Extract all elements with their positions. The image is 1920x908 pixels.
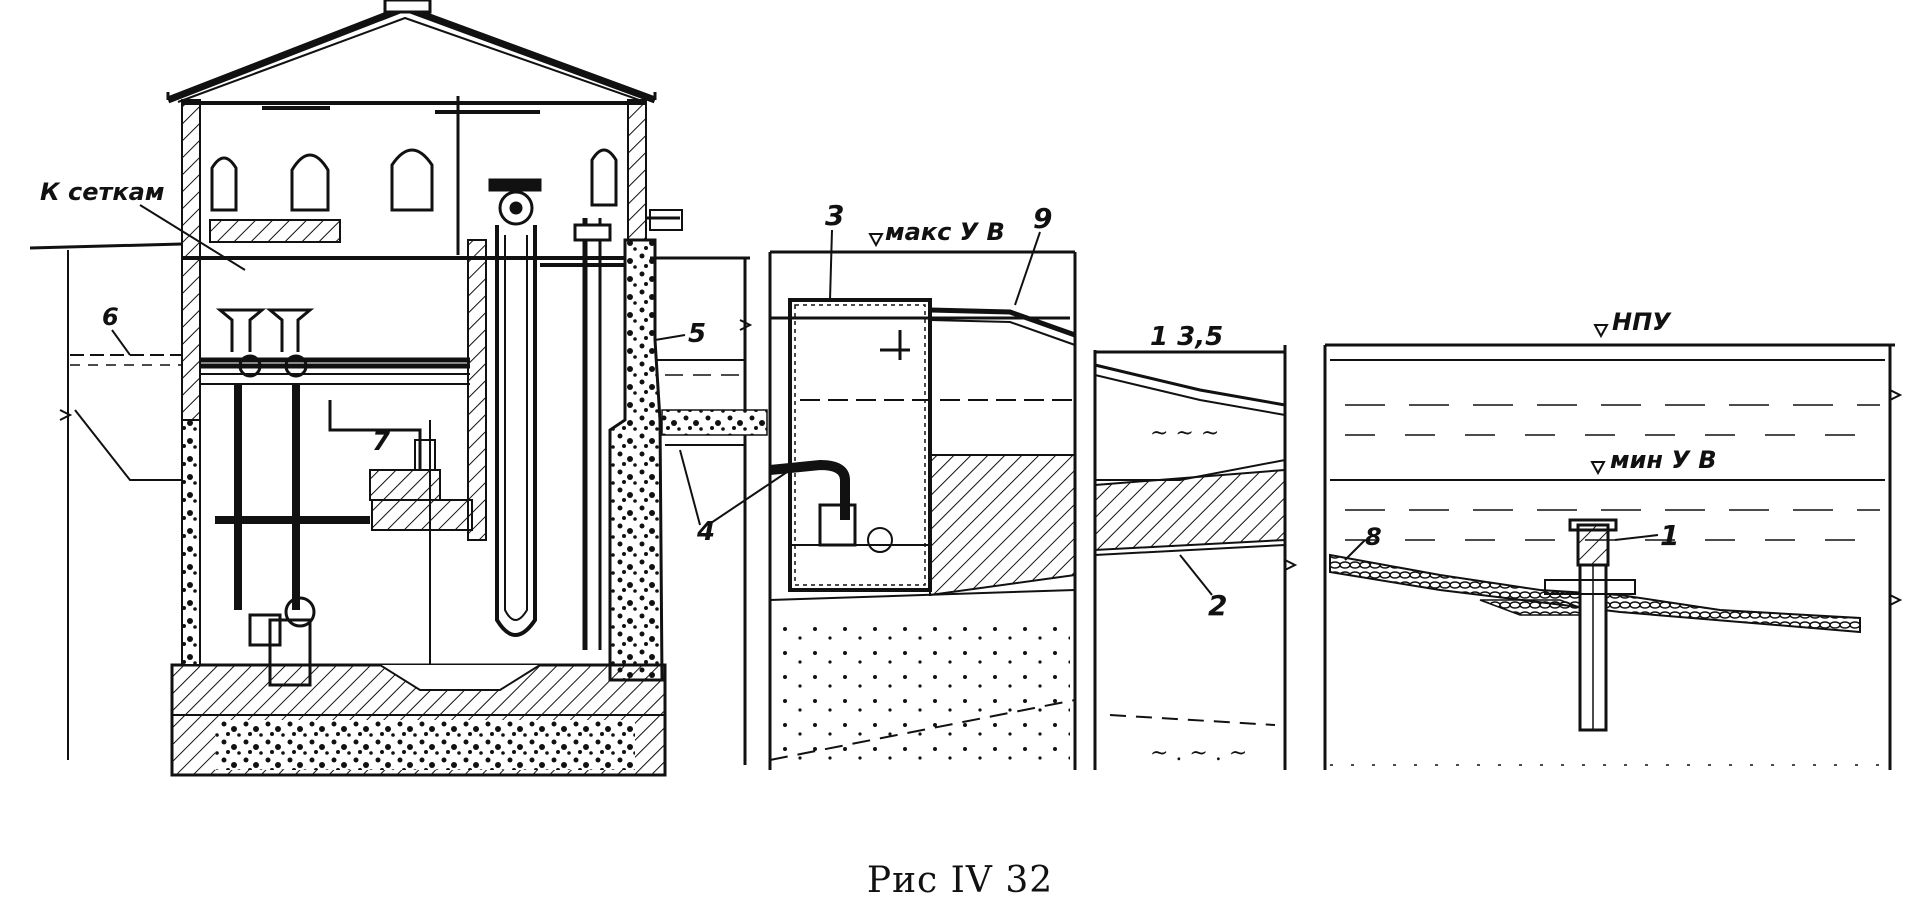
- label-k-setkam: К сеткам: [40, 178, 165, 206]
- window: [390, 148, 434, 212]
- screen-shaft-wall: [467, 239, 487, 541]
- intake-head-1: [1576, 523, 1610, 567]
- balcony-railing: [209, 219, 341, 243]
- figure-caption: Рис IV 32: [866, 860, 1054, 901]
- label-maks-uv: макс У В: [885, 218, 1005, 246]
- window: [210, 156, 238, 212]
- diagram-labels: К сеткам 6 7 5 4 3 макс У В 9 1 3,5 2 НП…: [40, 178, 1717, 622]
- window: [290, 153, 330, 212]
- label-min-uv: мин У В: [1610, 446, 1717, 474]
- foundation-gravel: [215, 720, 635, 770]
- vacuum-pump-7: [369, 469, 441, 501]
- label-9: 9: [1033, 202, 1052, 235]
- outer-wall-right: [627, 99, 647, 241]
- travelling-screen: [495, 225, 537, 637]
- channel-section: [655, 298, 1076, 761]
- pump-station-building: [166, 0, 683, 777]
- window: [590, 148, 618, 207]
- label-3: 3: [825, 199, 844, 232]
- svg-text:~ ~ ~: ~ ~ ~: [1150, 421, 1219, 446]
- label-6: 6: [102, 303, 119, 331]
- pump-1: [215, 308, 267, 352]
- gallery-rubble: [661, 409, 768, 436]
- label-5: 5: [688, 319, 706, 349]
- slope-section: ~ ~ ~ ~ . ~ . ~: [1094, 363, 1286, 766]
- label-slope: 1 3,5: [1150, 322, 1223, 352]
- label-npu: НПУ: [1612, 308, 1672, 336]
- svg-text:~ . ~ . ~: ~ . ~ . ~: [1150, 741, 1247, 766]
- label-2: 2: [1208, 589, 1227, 622]
- pump-2: [265, 308, 315, 352]
- siphon-pipe-4: [769, 459, 850, 520]
- roof-vent: [383, 0, 432, 14]
- screen-drum: [498, 190, 534, 226]
- label-1: 1: [1660, 519, 1679, 552]
- slope-protection-9: [929, 307, 1076, 338]
- intake-chamber-3: [788, 298, 932, 592]
- roof: [166, 4, 657, 104]
- right-massive-wall: [608, 238, 664, 682]
- label-8: 8: [1365, 523, 1382, 551]
- reservoir-section: [1329, 359, 1890, 766]
- label-7: 7: [372, 427, 391, 457]
